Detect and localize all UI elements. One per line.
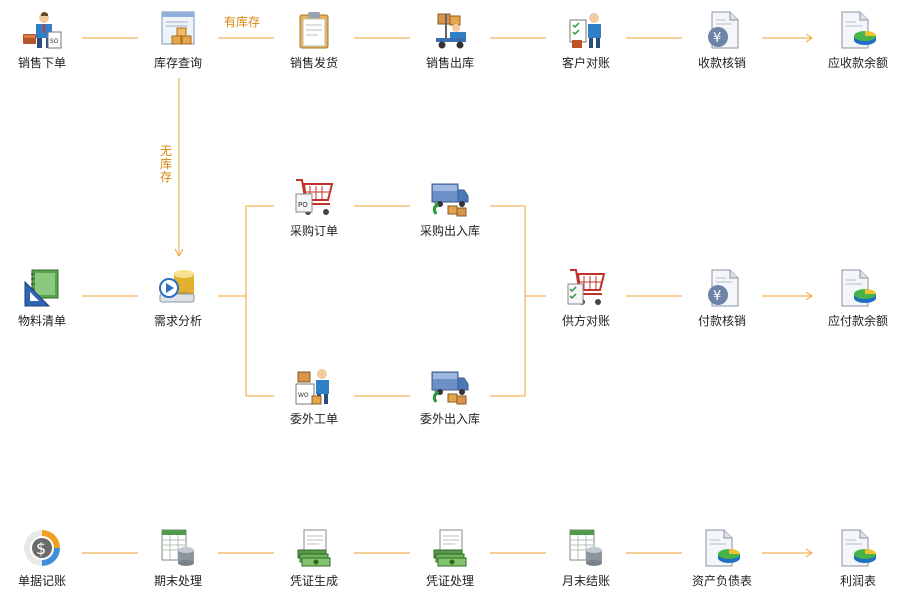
node-outsource-inout[interactable]: 委外出入库 bbox=[400, 366, 500, 426]
svg-text:PO: PO bbox=[298, 201, 308, 209]
node-customer-reconcile[interactable]: 客户对账 bbox=[536, 10, 636, 70]
document-pie-chart-icon bbox=[838, 268, 878, 308]
inventory-query-icon bbox=[158, 10, 198, 50]
yen-document-icon: ¥ bbox=[702, 10, 742, 50]
node-sales-outbound[interactable]: 销售出库 bbox=[400, 10, 500, 70]
node-label: 凭证处理 bbox=[425, 574, 474, 588]
node-label: 库存查询 bbox=[153, 56, 202, 70]
arrow-head-icon bbox=[805, 548, 813, 558]
svg-text:$: $ bbox=[36, 539, 46, 558]
money-stack-icon bbox=[294, 528, 334, 568]
worker-workorder-icon: WO bbox=[294, 366, 334, 406]
node-label: 利润表 bbox=[839, 574, 876, 588]
svg-text:SO: SO bbox=[50, 38, 59, 45]
node-voucher-posting[interactable]: $ 单据记账 bbox=[0, 528, 92, 588]
delivery-truck-icon bbox=[430, 178, 470, 218]
node-label: 资产负债表 bbox=[691, 574, 752, 588]
document-pie-chart-icon bbox=[838, 528, 878, 568]
node-period-end[interactable]: 期末处理 bbox=[128, 528, 228, 588]
node-label: 单据记账 bbox=[17, 574, 66, 588]
database-play-icon bbox=[158, 268, 198, 308]
node-receivable-balance[interactable]: 应收款余额 bbox=[808, 10, 900, 70]
svg-text:WO: WO bbox=[298, 392, 309, 399]
node-label: 采购订单 bbox=[289, 224, 338, 238]
node-label: 需求分析 bbox=[153, 314, 202, 328]
money-stack-icon bbox=[430, 528, 470, 568]
spreadsheet-database-icon bbox=[566, 528, 606, 568]
node-label: 委外出入库 bbox=[419, 412, 480, 426]
node-label: 客户对账 bbox=[561, 56, 610, 70]
node-balance-sheet[interactable]: 资产负债表 bbox=[672, 528, 772, 588]
node-sales-delivery[interactable]: 销售发货 bbox=[264, 10, 364, 70]
node-label: 月末结账 bbox=[561, 574, 610, 588]
node-month-end-close[interactable]: 月末结账 bbox=[536, 528, 636, 588]
node-receipt-writeoff[interactable]: ¥ 收款核销 bbox=[672, 10, 772, 70]
dollar-coin-icon: $ bbox=[22, 528, 62, 568]
spreadsheet-database-icon bbox=[158, 528, 198, 568]
node-label: 采购出入库 bbox=[419, 224, 480, 238]
node-payment-writeoff[interactable]: ¥ 付款核销 bbox=[672, 268, 772, 328]
document-pie-chart-icon bbox=[838, 10, 878, 50]
forklift-icon bbox=[430, 10, 470, 50]
node-purchase-order[interactable]: PO 采购订单 bbox=[264, 178, 364, 238]
node-sales-order[interactable]: SO 销售下单 bbox=[0, 10, 92, 70]
svg-text:¥: ¥ bbox=[713, 31, 721, 46]
node-label: 销售发货 bbox=[289, 56, 338, 70]
shopping-cart-po-icon: PO bbox=[294, 178, 334, 218]
node-label: 收款核销 bbox=[697, 56, 746, 70]
node-payable-balance[interactable]: 应付款余额 bbox=[808, 268, 900, 328]
node-label: 销售下单 bbox=[17, 56, 66, 70]
node-bom[interactable]: 物料清单 bbox=[0, 268, 92, 328]
delivery-truck-icon bbox=[430, 366, 470, 406]
node-supplier-reconcile[interactable]: 供方对账 bbox=[536, 268, 636, 328]
notebook-ruler-icon bbox=[22, 268, 62, 308]
arrow-head-icon bbox=[805, 291, 813, 301]
node-voucher-process[interactable]: 凭证处理 bbox=[400, 528, 500, 588]
svg-text:¥: ¥ bbox=[713, 289, 721, 304]
node-voucher-generate[interactable]: 凭证生成 bbox=[264, 528, 364, 588]
node-outsource-workorder[interactable]: WO 委外工单 bbox=[264, 366, 364, 426]
salesperson-order-icon: SO bbox=[22, 10, 62, 50]
node-label: 物料清单 bbox=[17, 314, 66, 328]
edge-label-no-stock: 无库存 bbox=[159, 144, 172, 184]
node-label: 委外工单 bbox=[289, 412, 338, 426]
edge-label-in-stock: 有库存 bbox=[224, 15, 261, 29]
arrow-head-icon bbox=[805, 33, 813, 43]
node-label: 销售出库 bbox=[425, 56, 474, 70]
node-income-statement[interactable]: 利润表 bbox=[808, 528, 900, 588]
clipboard-document-icon bbox=[294, 10, 334, 50]
node-label: 应收款余额 bbox=[827, 56, 888, 70]
node-inventory-query[interactable]: 库存查询 bbox=[128, 10, 228, 70]
person-checklist-icon bbox=[566, 10, 606, 50]
arrow-head-icon bbox=[174, 248, 184, 258]
document-pie-chart-icon bbox=[702, 528, 742, 568]
node-demand-analysis[interactable]: 需求分析 bbox=[128, 268, 228, 328]
node-label: 供方对账 bbox=[561, 314, 610, 328]
cart-checklist-icon bbox=[566, 268, 606, 308]
node-label: 凭证生成 bbox=[289, 574, 338, 588]
yen-document-icon: ¥ bbox=[702, 268, 742, 308]
node-label: 付款核销 bbox=[697, 314, 746, 328]
node-purchase-inout[interactable]: 采购出入库 bbox=[400, 178, 500, 238]
node-label: 应付款余额 bbox=[827, 314, 888, 328]
node-label: 期末处理 bbox=[153, 574, 202, 588]
